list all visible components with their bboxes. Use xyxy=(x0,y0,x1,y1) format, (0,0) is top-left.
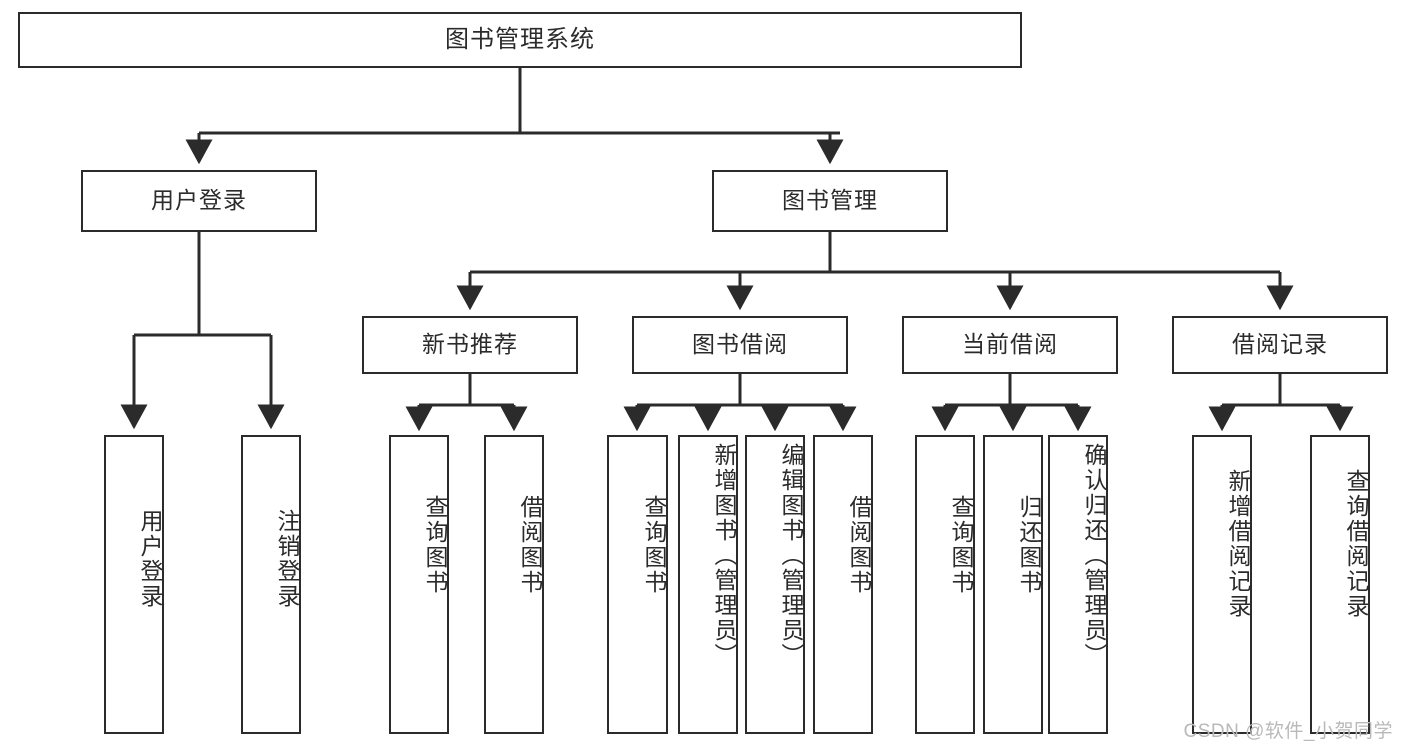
node-leaf-query-book-recommend[interactable]: 查询图书 xyxy=(389,435,449,734)
node-user-login[interactable]: 用户登录 xyxy=(81,170,317,232)
node-leaf-logout-label: 注销登录 xyxy=(274,509,300,609)
node-current-borrow-label: 当前借阅 xyxy=(962,331,1058,358)
node-leaf-query-borrow-record-label: 查询借阅记录 xyxy=(1343,469,1369,619)
node-leaf-lend-book-label: 借阅图书 xyxy=(846,495,872,595)
node-new-book-recommend-label: 新书推荐 xyxy=(422,331,518,358)
node-leaf-return-book[interactable]: 归还图书 xyxy=(983,435,1043,734)
node-leaf-query-book-recommend-label: 查询图书 xyxy=(422,495,448,595)
node-book-management-label: 图书管理 xyxy=(782,187,878,214)
node-leaf-logout[interactable]: 注销登录 xyxy=(241,435,301,734)
node-root[interactable]: 图书管理系统 xyxy=(18,12,1022,68)
node-leaf-return-book-label: 归还图书 xyxy=(1016,495,1042,595)
node-leaf-borrow-book-recommend-label: 借阅图书 xyxy=(517,495,543,595)
node-root-label: 图书管理系统 xyxy=(445,25,595,53)
node-leaf-add-borrow-record[interactable]: 新增借阅记录 xyxy=(1192,435,1252,734)
node-current-borrow[interactable]: 当前借阅 xyxy=(902,316,1118,374)
node-borrow-record-label: 借阅记录 xyxy=(1232,331,1328,358)
node-leaf-query-book-borrow[interactable]: 查询图书 xyxy=(607,435,668,734)
node-leaf-query-book-current-label: 查询图书 xyxy=(948,495,974,595)
node-book-borrow-label: 图书借阅 xyxy=(692,331,788,358)
node-leaf-query-borrow-record[interactable]: 查询借阅记录 xyxy=(1310,435,1370,734)
node-leaf-add-borrow-record-label: 新增借阅记录 xyxy=(1225,469,1251,619)
node-user-login-label: 用户登录 xyxy=(151,187,247,214)
node-leaf-edit-book-admin-label: 编辑图书（管理员） xyxy=(778,443,804,668)
node-book-borrow[interactable]: 图书借阅 xyxy=(632,316,848,374)
node-leaf-lend-book[interactable]: 借阅图书 xyxy=(813,435,873,734)
node-leaf-query-book-borrow-label: 查询图书 xyxy=(641,495,667,595)
node-leaf-query-book-current[interactable]: 查询图书 xyxy=(915,435,975,734)
node-new-book-recommend[interactable]: 新书推荐 xyxy=(362,316,578,374)
node-leaf-confirm-return-admin-label: 确认归还（管理员） xyxy=(1081,443,1107,668)
node-leaf-confirm-return-admin[interactable]: 确认归还（管理员） xyxy=(1048,435,1108,734)
node-book-management[interactable]: 图书管理 xyxy=(712,170,948,232)
node-leaf-borrow-book-recommend[interactable]: 借阅图书 xyxy=(484,435,544,734)
node-leaf-user-login-label: 用户登录 xyxy=(137,509,163,609)
node-leaf-add-book-admin-label: 新增图书（管理员） xyxy=(711,443,737,668)
node-leaf-user-login[interactable]: 用户登录 xyxy=(104,435,164,734)
node-leaf-edit-book-admin[interactable]: 编辑图书（管理员） xyxy=(745,435,805,734)
node-leaf-add-book-admin[interactable]: 新增图书（管理员） xyxy=(678,435,738,734)
node-borrow-record[interactable]: 借阅记录 xyxy=(1172,316,1388,374)
